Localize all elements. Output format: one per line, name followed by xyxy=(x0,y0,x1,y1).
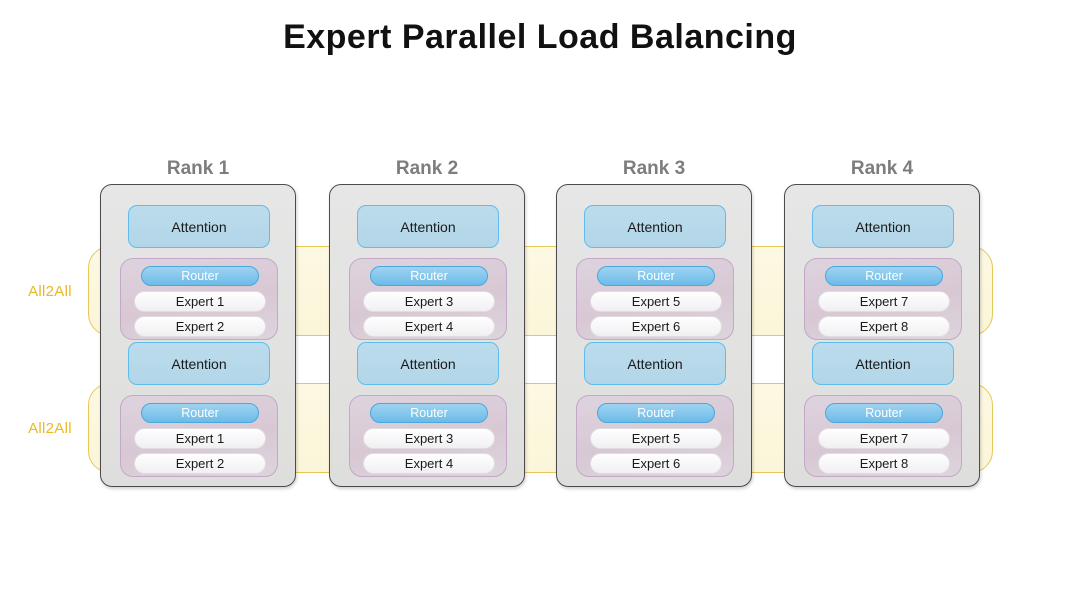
expert-block: Expert 4 xyxy=(363,453,495,474)
expert-block: Expert 7 xyxy=(818,428,950,449)
moe-block: Router Expert 5 Expert 6 xyxy=(576,395,734,477)
expert-block: Expert 5 xyxy=(590,428,722,449)
expert-block: Expert 8 xyxy=(818,316,950,337)
expert-block: Expert 6 xyxy=(590,316,722,337)
moe-block: Router Expert 1 Expert 2 xyxy=(120,258,278,340)
rank-column-4: Attention Router Expert 7 Expert 8 Atten… xyxy=(784,184,980,487)
moe-block: Router Expert 1 Expert 2 xyxy=(120,395,278,477)
router-block: Router xyxy=(141,403,259,423)
router-block: Router xyxy=(825,266,943,286)
moe-block: Router Expert 7 Expert 8 xyxy=(804,258,962,340)
expert-block: Expert 2 xyxy=(134,316,266,337)
expert-block: Expert 5 xyxy=(590,291,722,312)
expert-block: Expert 3 xyxy=(363,428,495,449)
attention-block: Attention xyxy=(357,205,499,248)
moe-block: Router Expert 7 Expert 8 xyxy=(804,395,962,477)
expert-block: Expert 1 xyxy=(134,291,266,312)
expert-block: Expert 8 xyxy=(818,453,950,474)
router-block: Router xyxy=(597,266,715,286)
rank-label-2: Rank 2 xyxy=(395,158,459,179)
rank-label-3: Rank 3 xyxy=(622,158,686,179)
attention-block: Attention xyxy=(357,342,499,385)
moe-block: Router Expert 3 Expert 4 xyxy=(349,258,507,340)
page-title: Expert Parallel Load Balancing xyxy=(283,18,797,56)
rank-column-1: Attention Router Expert 1 Expert 2 Atten… xyxy=(100,184,296,487)
expert-block: Expert 1 xyxy=(134,428,266,449)
rank-label-1: Rank 1 xyxy=(166,158,230,179)
expert-block: Expert 4 xyxy=(363,316,495,337)
router-block: Router xyxy=(370,266,488,286)
router-block: Router xyxy=(825,403,943,423)
attention-block: Attention xyxy=(128,205,270,248)
attention-block: Attention xyxy=(812,342,954,385)
expert-block: Expert 6 xyxy=(590,453,722,474)
all2all-label-layer-1: All2All xyxy=(28,283,72,300)
expert-block: Expert 2 xyxy=(134,453,266,474)
attention-block: Attention xyxy=(584,205,726,248)
router-block: Router xyxy=(597,403,715,423)
router-block: Router xyxy=(141,266,259,286)
rank-column-3: Attention Router Expert 5 Expert 6 Atten… xyxy=(556,184,752,487)
router-block: Router xyxy=(370,403,488,423)
moe-block: Router Expert 3 Expert 4 xyxy=(349,395,507,477)
attention-block: Attention xyxy=(584,342,726,385)
attention-block: Attention xyxy=(812,205,954,248)
rank-label-4: Rank 4 xyxy=(850,158,914,179)
rank-column-2: Attention Router Expert 3 Expert 4 Atten… xyxy=(329,184,525,487)
expert-block: Expert 7 xyxy=(818,291,950,312)
attention-block: Attention xyxy=(128,342,270,385)
expert-block: Expert 3 xyxy=(363,291,495,312)
all2all-label-layer-2: All2All xyxy=(28,420,72,437)
moe-block: Router Expert 5 Expert 6 xyxy=(576,258,734,340)
